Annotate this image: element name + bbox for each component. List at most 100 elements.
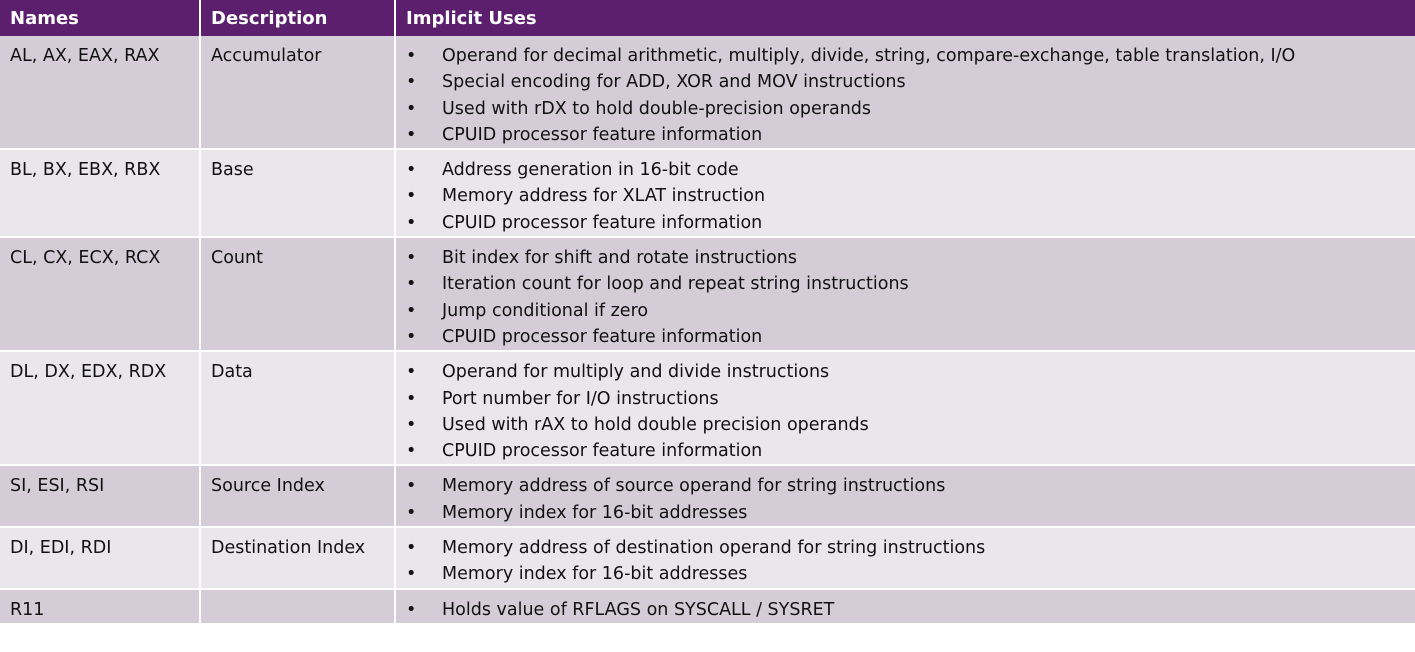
header-description: Description (200, 0, 396, 36)
bullet-icon: • (406, 388, 417, 409)
bullet-icon: • (406, 538, 417, 559)
bullet-icon: • (406, 362, 417, 383)
implicit-use-text: Holds value of RFLAGS on SYSCALL / SYSRE… (442, 599, 835, 620)
list-item: •Iteration count for loop and repeat str… (406, 271, 1415, 297)
bullet-icon: • (406, 212, 417, 233)
header-implicit-uses: Implicit Uses (395, 0, 1415, 36)
implicit-uses-list: • Operand for decimal arithmetic, multipl… (406, 43, 1415, 148)
register-description-cell: Base (200, 149, 396, 239)
implicit-use-text: Jump conditional if zero (442, 300, 649, 321)
implicit-use-text: Operand for multiply and divide instruct… (442, 362, 830, 383)
register-description-cell: Count (200, 237, 396, 353)
bullet-icon: • (406, 502, 417, 523)
bullet-icon: • (406, 300, 417, 321)
implicit-uses-list: • Operand for multiply and divide instruc… (406, 359, 1415, 464)
list-item: • Memory address of source operand for st… (406, 473, 1415, 499)
list-item: • Used with rAX to hold double precision … (406, 412, 1415, 438)
bullet-icon: • (406, 441, 417, 462)
implicit-uses-list: • Memory address of source operand for st… (406, 473, 1415, 526)
register-names-cell: SI, ESI, RSI (0, 465, 201, 529)
bullet-icon: • (406, 476, 417, 497)
implicit-uses-cell: •Bit index for shift and rotate instruct… (395, 237, 1415, 353)
implicit-uses-cell: • Address generation in 16-bit code • Memor… (395, 149, 1415, 239)
list-item: • CPUID processor feature information (406, 438, 1415, 464)
list-item: • Memory address for XLAT instruction (406, 183, 1415, 209)
implicit-use-text: Memory address of source operand for str… (442, 476, 946, 497)
bullet-icon: • (406, 186, 417, 207)
table-header: Names Description Implicit Uses (0, 0, 1415, 36)
implicit-use-text: CPUID processor feature information (442, 441, 763, 462)
implicit-use-text: Used with rDX to hold double-precision o… (442, 98, 872, 119)
implicit-use-text: Memory address of destination operand fo… (442, 538, 986, 559)
list-item: • Holds value of RFLAGS on SYSCALL / SYSR… (406, 597, 1415, 623)
list-item: • CPUID processor feature information (406, 122, 1415, 148)
list-item: • Special encoding for ADD, XOR and MOV i… (406, 69, 1415, 95)
register-description-cell (200, 588, 396, 625)
header-row: Names Description Implicit Uses (0, 0, 1415, 36)
list-item: •Bit index for shift and rotate instruct… (406, 245, 1415, 271)
bullet-icon: • (406, 98, 417, 119)
implicit-use-text: Port number for I/O instructions (442, 388, 719, 409)
bullet-icon: • (406, 160, 417, 181)
register-names-cell: AL, AX, EAX, RAX (0, 36, 201, 151)
list-item: • CPUID processor feature information (406, 324, 1415, 350)
list-item: • Memory index for 16-bit addresses (406, 561, 1415, 587)
implicit-use-text: Address generation in 16-bit code (442, 160, 739, 181)
list-item: • Memory index for 16-bit addresses (406, 500, 1415, 526)
register-names-cell: DL, DX, EDX, RDX (0, 351, 201, 467)
bullet-icon: • (406, 72, 417, 93)
implicit-use-text: Special encoding for ADD, XOR and MOV in… (442, 72, 906, 93)
register-table: Names Description Implicit Uses AL, AX, … (0, 0, 1415, 625)
implicit-use-text: CPUID processor feature information (442, 326, 763, 347)
list-item: • Memory address of destination operand f… (406, 535, 1415, 561)
implicit-uses-list: • Memory address of destination operand f… (406, 535, 1415, 588)
list-item: • Operand for decimal arithmetic, multipl… (406, 43, 1415, 69)
register-description-cell: Source Index (200, 465, 396, 529)
implicit-uses-list: • Address generation in 16-bit code • Memor… (406, 157, 1415, 236)
list-item: • CPUID processor feature information (406, 210, 1415, 236)
bullet-icon: • (406, 564, 417, 585)
implicit-uses-cell: • Operand for multiply and divide instruc… (395, 351, 1415, 467)
implicit-uses-cell: • Memory address of destination operand f… (395, 527, 1415, 590)
implicit-uses-list: • Holds value of RFLAGS on SYSCALL / SYSR… (406, 597, 1415, 623)
implicit-uses-cell: • Holds value of RFLAGS on SYSCALL / SYSR… (395, 588, 1415, 625)
bullet-icon: • (406, 326, 417, 347)
implicit-use-text: Memory address for XLAT instruction (442, 186, 766, 207)
bullet-icon: • (406, 599, 417, 620)
implicit-uses-cell: • Memory address of source operand for st… (395, 465, 1415, 529)
list-item: • Jump conditional if zero (406, 298, 1415, 324)
implicit-use-text: Used with rAX to hold double precision o… (442, 414, 869, 435)
list-item: • Port number for I/O instructions (406, 386, 1415, 412)
implicit-uses-cell: • Operand for decimal arithmetic, multipl… (395, 36, 1415, 151)
implicit-use-text: Memory index for 16-bit addresses (442, 502, 748, 523)
bullet-icon: • (406, 248, 417, 269)
register-description-cell: Destination Index (200, 527, 396, 590)
list-item: • Operand for multiply and divide instruc… (406, 359, 1415, 385)
bullet-icon: • (406, 274, 417, 295)
register-description-cell: Accumulator (200, 36, 396, 151)
implicit-use-text: CPUID processor feature information (442, 124, 763, 145)
bullet-icon: • (406, 414, 417, 435)
bullet-icon: • (406, 124, 417, 145)
implicit-use-text: Operand for decimal arithmetic, multiply… (442, 46, 1296, 66)
implicit-use-text: CPUID processor feature information (442, 212, 763, 233)
list-item: • Address generation in 16-bit code (406, 157, 1415, 183)
table-row: R11 • Holds value of RFLAGS on SYSCALL / S… (0, 588, 1415, 625)
list-item: • Used with rDX to hold double-precision … (406, 96, 1415, 122)
register-description-cell: Data (200, 351, 396, 467)
register-names-cell: BL, BX, EBX, RBX (0, 149, 201, 239)
header-names: Names (0, 0, 201, 36)
register-names-cell: R11 (0, 588, 201, 625)
implicit-uses-list: •Bit index for shift and rotate instruct… (406, 245, 1415, 350)
register-names-cell: CL, CX, ECX, RCX (0, 237, 201, 353)
implicit-use-text: Memory index for 16-bit addresses (442, 564, 748, 585)
bullet-icon: • (406, 46, 417, 66)
register-names-cell: DI, EDI, RDI (0, 527, 201, 590)
